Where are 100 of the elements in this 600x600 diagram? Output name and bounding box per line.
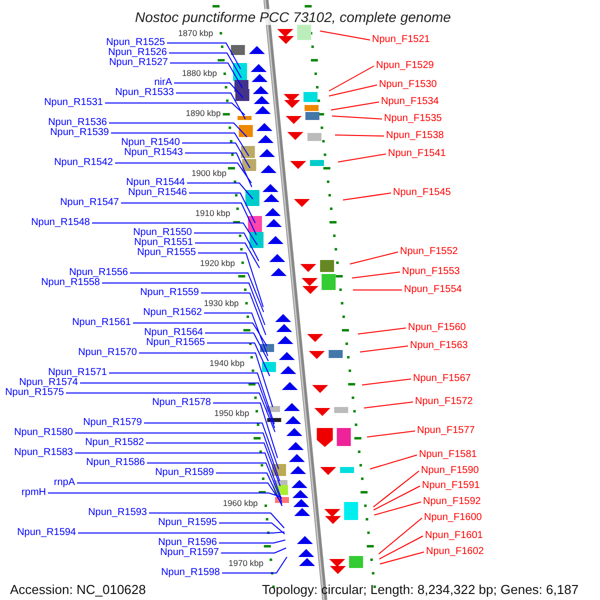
gene-label: Npun_R1531	[44, 98, 103, 108]
gene-label: Npun_F1541	[388, 149, 446, 159]
gene-label: Npun_R1565	[146, 338, 205, 348]
leader-line	[74, 432, 280, 482]
gene-label: Npun_R1579	[83, 418, 142, 428]
leader-line	[378, 536, 424, 560]
leader-line	[218, 540, 286, 544]
gene-label: Npun_F1591	[422, 481, 480, 491]
leader-line	[342, 192, 392, 200]
gene-label: Npun_F1552	[400, 247, 458, 257]
leader-line	[204, 332, 269, 362]
gene-label: Npun_R1543	[124, 148, 183, 158]
gene-label: Npun_R1589	[155, 468, 214, 478]
leader-line	[374, 502, 422, 516]
gene-label: Npun_R1580	[14, 428, 73, 438]
leader-line	[92, 222, 258, 246]
leader-line	[320, 30, 370, 40]
gene-label: Npun_R1575	[5, 388, 64, 398]
leader-line	[146, 442, 281, 486]
leader-line	[132, 322, 268, 346]
leader-line	[176, 92, 246, 120]
leader-line	[220, 548, 287, 554]
scale-tick-label: 1940 kbp	[210, 358, 244, 368]
leader-line	[80, 382, 276, 428]
leader-line	[370, 454, 418, 470]
leader-line	[200, 292, 266, 336]
gene-label: Npun_F1590	[421, 466, 479, 476]
gene-label: Npun_R1550	[133, 228, 192, 238]
scale-tick-label: 1970 kbp	[228, 558, 264, 568]
leader-line	[76, 482, 282, 504]
gene-label: Npun_R1564	[144, 328, 203, 338]
gene-label: Npun_R1539	[50, 128, 109, 138]
leader-line	[362, 378, 412, 386]
leader-line	[358, 328, 406, 334]
gene-label: Npun_R1547	[60, 198, 119, 208]
leader-line	[144, 422, 280, 470]
leader-line	[378, 518, 422, 554]
leader-line	[108, 372, 275, 424]
scale-tick-label: 1890 kbp	[186, 108, 221, 118]
gene-label: Npun_F1563	[410, 341, 468, 351]
leader-line	[338, 154, 386, 162]
gene-label: Npun_F1577	[417, 426, 475, 436]
gene-label: Npun_F1592	[423, 497, 481, 507]
gene-label: Npun_R1551	[134, 238, 193, 248]
gene-label: rnpA	[54, 478, 75, 488]
leader-line	[198, 252, 264, 308]
gene-label: Npun_R1574	[19, 378, 78, 388]
gene-label: Npun_R1536	[48, 118, 107, 128]
gene-label: Npun_R1593	[88, 508, 147, 518]
gene-label: Npun_R1598	[161, 568, 220, 578]
gene-label: Npun_F1521	[372, 35, 430, 45]
leader-line	[330, 102, 380, 110]
gene-label: Npun_F1553	[402, 267, 460, 277]
gene-label: Npun_F1600	[424, 513, 482, 523]
leader-line	[218, 522, 286, 534]
gene-label: Npun_R1546	[128, 188, 187, 198]
leader-line	[174, 82, 244, 98]
scale-tick-label: 1900 kbp	[191, 168, 226, 178]
leader-line	[332, 116, 382, 120]
leader-line	[66, 392, 276, 432]
gene-label: Npun_F1567	[413, 374, 471, 384]
gene-label: Npun_F1534	[381, 97, 439, 107]
gene-label: Npun_R1570	[78, 348, 137, 358]
gene-label: Npun_R1558	[41, 278, 100, 288]
gene-label: Npun_R1540	[121, 138, 180, 148]
leader-line	[48, 492, 282, 498]
gene-label: Npun_R1571	[48, 368, 107, 378]
gene-label: Npun_F1529	[376, 61, 434, 71]
gene-label: Npun_R1594	[17, 528, 76, 538]
gene-label: Npun_R1562	[143, 308, 202, 318]
scale-tick-label: 1910 kbp	[195, 208, 230, 218]
leader-line	[366, 430, 416, 438]
leader-line	[74, 452, 282, 500]
leader-line	[130, 272, 264, 312]
leader-line	[350, 252, 398, 264]
gene-label: Npun_R1578	[152, 398, 211, 408]
leader-line	[373, 486, 420, 510]
leader-line	[186, 182, 254, 200]
gene-label: Npun_R1595	[158, 518, 217, 528]
leader-line	[170, 62, 243, 88]
gene-label: Npun_R1548	[31, 218, 90, 228]
gene-label: Npun_F1572	[415, 397, 473, 407]
gene-label: Npun_R1583	[14, 448, 73, 458]
leader-line	[166, 42, 242, 70]
scale-tick-label: 1930 kbp	[204, 298, 239, 308]
leader-line	[206, 342, 270, 376]
leader-line	[114, 162, 252, 184]
gene-label: Npun_F1545	[393, 188, 451, 198]
gene-label: nirA	[154, 78, 172, 88]
leader-line	[110, 132, 250, 156]
leader-line	[104, 102, 246, 116]
leader-line	[360, 346, 408, 352]
leader-line	[328, 66, 374, 92]
leader-line	[328, 84, 378, 96]
leader-line	[352, 272, 400, 278]
scale-tick-label: 1920 kbp	[200, 258, 235, 268]
leader-line	[364, 402, 414, 408]
leader-line	[216, 472, 283, 506]
gene-label: Npun_R1559	[140, 288, 199, 298]
leader-line	[138, 352, 274, 408]
